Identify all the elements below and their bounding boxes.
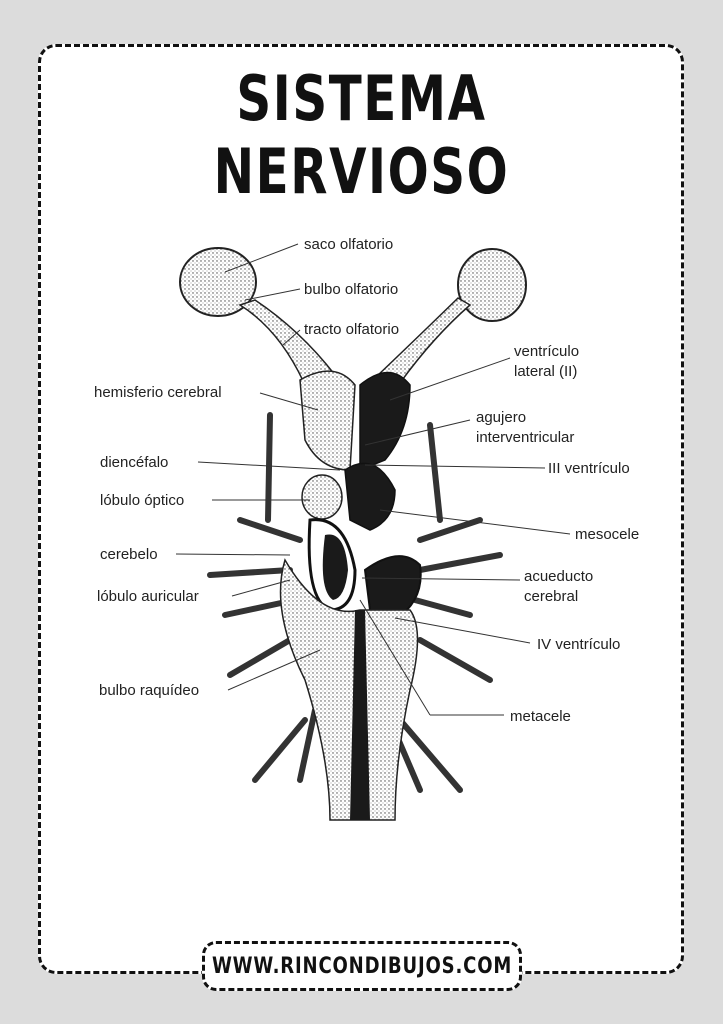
cerebral-hemisphere-left <box>299 370 356 471</box>
label-metacele: metacele <box>510 708 571 725</box>
label-acueducto-1: acueducto <box>524 568 593 585</box>
label-acueducto-2: cerebral <box>524 588 578 605</box>
label-saco-olfatorio: saco olfatorio <box>304 236 393 253</box>
label-agujero-1: agujero <box>476 409 526 426</box>
olfactory-sac-right <box>457 248 527 322</box>
label-diencefalo: diencéfalo <box>100 454 168 471</box>
label-iii-ventriculo: III ventrículo <box>548 460 630 477</box>
cerebellum-cut <box>322 534 348 600</box>
cranial-nerves-right <box>387 422 503 793</box>
label-cerebelo: cerebelo <box>100 546 158 563</box>
label-tracto-olfatorio: tracto olfatorio <box>304 321 399 338</box>
page-title: SISTEMA NERVIOSO <box>213 62 510 208</box>
label-ventriculo-lateral-1: ventrículo <box>514 343 579 360</box>
fourth-ventricle <box>350 610 370 820</box>
cerebral-hemisphere-right-cut <box>359 371 411 472</box>
label-mesocele: mesocele <box>575 526 639 543</box>
label-bulbo-olfatorio: bulbo olfatorio <box>304 281 398 298</box>
label-bulbo-raquideo: bulbo raquídeo <box>99 682 199 699</box>
optic-lobe-right-cut <box>344 462 396 531</box>
label-iv-ventriculo: IV ventrículo <box>537 636 620 653</box>
leader-lines <box>175 243 571 716</box>
olfactory-sac-left <box>179 247 257 317</box>
website-url: WWW.RINCONDIBUJOS.COM <box>211 953 513 979</box>
cranial-nerves-left <box>207 412 318 783</box>
label-lobulo-auricular: lóbulo auricular <box>97 588 199 605</box>
label-ventriculo-lateral-2: lateral (II) <box>514 363 577 380</box>
label-hemisferio-cerebral: hemisferio cerebral <box>94 384 222 401</box>
label-agujero-2: interventricular <box>476 429 574 446</box>
label-lobulo-optico: lóbulo óptico <box>100 492 184 509</box>
optic-lobe-left <box>301 474 343 520</box>
website-footer: WWW.RINCONDIBUJOS.COM <box>202 941 522 991</box>
